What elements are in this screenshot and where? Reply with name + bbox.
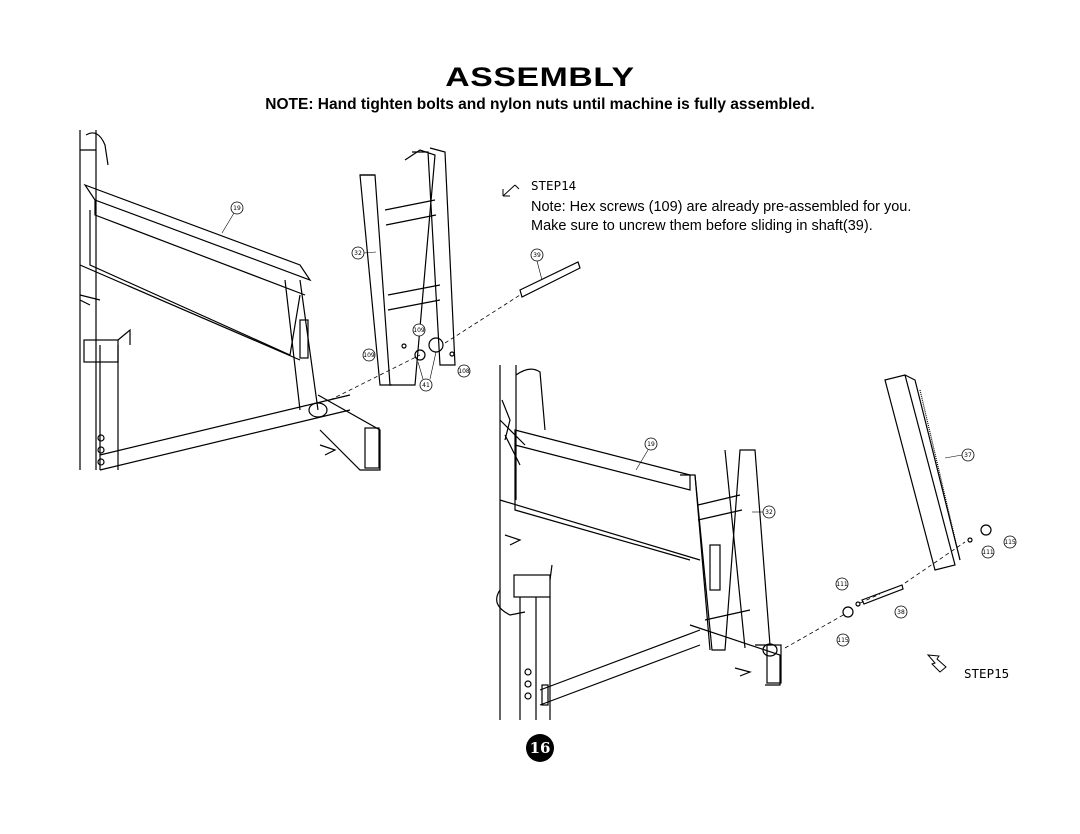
svg-text:111: 111 bbox=[982, 549, 994, 556]
svg-text:19: 19 bbox=[233, 205, 241, 212]
svg-text:115: 115 bbox=[1004, 539, 1016, 546]
callout-19-step14: 19 bbox=[221, 201, 244, 234]
svg-text:19: 19 bbox=[647, 441, 655, 448]
callout-32-step15: 32 bbox=[752, 505, 776, 519]
svg-text:41: 41 bbox=[422, 382, 430, 389]
step14-note-line2: Make sure to uncrew them before sliding … bbox=[531, 218, 873, 234]
callout-37-step15: 37 bbox=[944, 448, 975, 462]
svg-text:109: 109 bbox=[413, 327, 425, 334]
step14-arrow-icon bbox=[502, 184, 520, 197]
callout-38-step15: 38 bbox=[894, 605, 908, 619]
step14-diagram bbox=[79, 130, 581, 471]
callout-19-step15: 19 bbox=[635, 437, 658, 471]
page-number: 16 bbox=[526, 734, 554, 762]
svg-text:32: 32 bbox=[765, 509, 773, 516]
step15-label: STEP15 bbox=[964, 666, 1010, 681]
assembly-note: NOTE: Hand tighten bolts and nylon nuts … bbox=[265, 96, 815, 113]
svg-text:111: 111 bbox=[836, 581, 848, 588]
callout-108-step14: 108 bbox=[457, 364, 471, 378]
step15-arrow-icon bbox=[926, 654, 947, 673]
step14-note-line1: Note: Hex screws (109) are already pre-a… bbox=[531, 199, 912, 215]
step14-label: STEP14 bbox=[531, 178, 577, 193]
callout-109a-step14: 109 bbox=[412, 323, 426, 337]
step14-note: Note: Hex screws (109) are already pre-a… bbox=[531, 198, 911, 236]
callout-115a-step15: 115 bbox=[1003, 535, 1017, 549]
page-title: ASSEMBLY bbox=[445, 62, 635, 92]
callout-115b-step15: 115 bbox=[836, 633, 850, 647]
callout-39-step14: 39 bbox=[530, 248, 544, 281]
callout-41-step14: 41 bbox=[417, 351, 437, 392]
svg-text:32: 32 bbox=[354, 250, 362, 257]
svg-text:39: 39 bbox=[533, 252, 541, 259]
callout-111a-step15: 111 bbox=[981, 545, 995, 559]
svg-text:109: 109 bbox=[363, 352, 375, 359]
callout-111b-step15: 111 bbox=[835, 577, 849, 591]
svg-text:38: 38 bbox=[897, 609, 905, 616]
step15-diagram bbox=[496, 365, 992, 720]
svg-text:115: 115 bbox=[837, 637, 849, 644]
callout-109b-step14: 109 bbox=[362, 348, 376, 362]
callout-32-step14: 32 bbox=[351, 246, 377, 260]
svg-text:108: 108 bbox=[458, 368, 470, 375]
svg-text:37: 37 bbox=[964, 452, 972, 459]
